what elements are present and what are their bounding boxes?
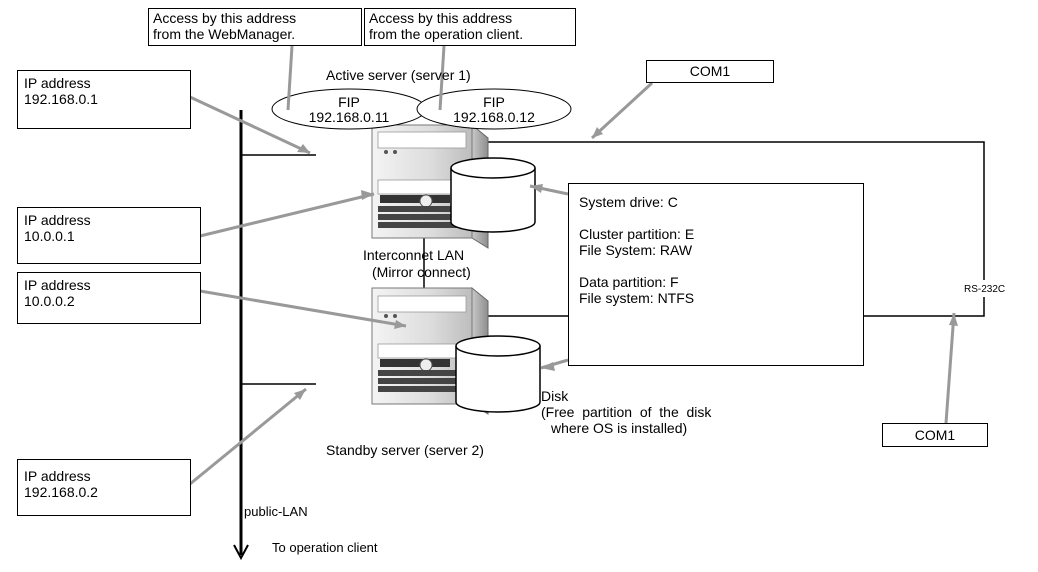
ip-box-server2-interconnect: IP address 10.0.0.2 [17,272,201,324]
cluster-partition-text: Cluster partition: E [579,226,695,242]
ip-value: 192.168.0.2 [24,484,98,500]
disk-info-box: System drive: C Cluster partition: E Fil… [568,183,864,366]
active-server-title: Active server (server 1) [326,67,471,83]
standby-server-title: Standby server (server 2) [326,442,484,458]
serial-cable-label: RS-232C [962,282,1008,297]
client-callout: Access by this address from the operatio… [364,8,576,46]
webmanager-callout: Access by this address from the WebManag… [148,8,362,46]
data-fs-text: File system: NTFS [579,290,695,306]
ip-caption: IP address [24,468,91,484]
ip-caption: IP address [24,212,91,228]
disk-description-cont: where OS is installed) [551,420,688,436]
interconnect-title: Interconnet LAN [363,247,465,263]
interconnect-label: Interconnet LAN (Mirror connect) [363,247,471,281]
operation-client-label: To operation client [272,540,378,555]
callout-line: from the WebManager. [153,26,296,42]
ip-caption: IP address [24,277,91,293]
fip-ellipse-2 [416,88,572,130]
com1-bottom-box: COM1 [882,423,988,447]
ip-caption: IP address [24,75,91,91]
ip-box-server1-interconnect: IP address 10.0.0.1 [17,207,201,264]
fip-name: FIP [483,94,505,110]
fip-label-1: FIP 192.168.0.11 [272,95,426,125]
system-drive-text: System drive: C [579,194,678,210]
callout-line: Access by this address [369,10,513,26]
pointer-arrows [189,45,958,486]
standby-disk-icon [455,335,541,413]
ip-value: 10.0.0.1 [24,228,75,244]
com-port-label: COM1 [689,63,731,79]
active-disk-icon [450,157,536,233]
com-port-label: COM1 [914,427,956,443]
com1-top-box: COM1 [646,60,774,83]
ip-box-server1-public: IP address 192.168.0.1 [17,70,191,129]
public-lan-line [233,110,316,561]
fip-address: 192.168.0.11 [308,109,390,125]
public-lan-label: public-LAN [244,504,308,519]
ip-value: 192.168.0.1 [24,91,98,107]
ip-value: 10.0.0.2 [24,293,75,309]
disk-title: Disk [541,388,569,404]
fip-address: 192.168.0.12 [453,109,535,125]
fip-name: FIP [338,94,360,110]
callout-line: from the operation client. [369,26,524,42]
cluster-fs-text: File System: RAW [579,242,693,258]
disk-label: Disk (Free partition of the disk where O… [541,388,711,436]
callout-line: Access by this address [153,10,297,26]
fip-label-2: FIP 192.168.0.12 [417,95,571,125]
data-partition-text: Data partition: F [579,274,679,290]
interconnect-subtitle: (Mirror connect) [372,264,471,280]
ip-box-server2-public: IP address 192.168.0.2 [17,459,191,516]
disk-description: (Free partition of the disk [541,404,712,420]
